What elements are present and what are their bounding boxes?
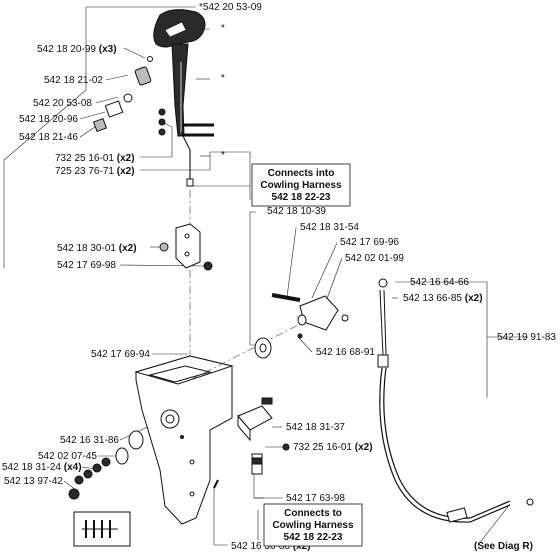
lever-bolts — [158, 108, 214, 137]
lower-switch — [213, 397, 290, 489]
label-542020199: 542 02 01-99 — [345, 253, 404, 264]
label-542176996: 542 17 69-96 — [340, 237, 399, 248]
spring-detail — [73, 511, 131, 547]
note-top-line2: Cowling Harness — [260, 180, 342, 191]
label-542182146: 542 18 21-46 — [19, 132, 78, 143]
label-542020745: 542 02 07-45 — [38, 451, 97, 462]
label-542182102: 542 18 21-02 — [44, 75, 103, 86]
asterisk-3: * — [221, 150, 225, 161]
label-542176398: 542 17 63-98 — [286, 493, 345, 504]
mount-bracket — [159, 223, 213, 271]
see-diag-label: (See Diag R) — [474, 541, 533, 552]
leader-lines — [3, 6, 528, 546]
harness-note-bottom: Connects to Cowling Harness 542 18 22-23 — [263, 503, 363, 547]
label-542166891: 542 16 68-91 — [316, 347, 375, 358]
asterisk-2: * — [221, 73, 225, 84]
label-542136685: 542 13 66-85 (x2) — [403, 293, 483, 304]
pivot-assembly — [189, 293, 349, 381]
label-542163688: 542 16 36-88 (x2) — [231, 541, 311, 552]
note-top-line3: 542 18 22-23 — [272, 192, 331, 203]
note-bottom-line1: Connects to — [284, 508, 342, 519]
shift-cable — [377, 278, 534, 523]
label-542176998: 542 17 69-98 — [57, 260, 116, 271]
note-top-line1: Connects into — [268, 168, 335, 179]
note-bottom-line3: 542 18 22-23 — [284, 532, 343, 543]
label-542181039: 542 18 10-39 — [267, 206, 326, 217]
label-542139742: 542 13 97-42 — [4, 476, 63, 487]
label-542199183: 542 19 91-83 — [497, 332, 556, 343]
label-542205308: 542 20 53-08 — [33, 98, 92, 109]
label-732251601a: 732 25 16-01 (x2) — [55, 153, 135, 164]
label-542183124: 542 18 31-24 (x4) — [2, 462, 82, 473]
label-542205309: *542 20 53-09 — [199, 2, 262, 13]
label-732251601b: 732 25 16-01 (x2) — [293, 442, 373, 453]
main-plate — [134, 355, 234, 525]
shift-lever — [153, 9, 206, 187]
switch-parts — [92, 56, 153, 133]
asterisk-1: * — [221, 23, 225, 34]
label-542183154: 542 18 31-54 — [300, 222, 359, 233]
label-542182099: 542 18 20-99 (x3) — [37, 44, 117, 55]
label-542176994: 542 17 69-94 — [91, 349, 150, 360]
label-542166466: 542 16 64-66 — [410, 277, 469, 288]
harness-note-top: Connects into Cowling Harness 542 18 22-… — [251, 163, 351, 207]
washer-stack — [68, 430, 144, 500]
label-542182096: 542 18 20-96 — [19, 114, 78, 125]
label-542183137: 542 18 31-37 — [286, 422, 345, 433]
label-542183001: 542 18 30-01 (x2) — [57, 243, 137, 254]
label-542163186: 542 16 31-86 — [60, 435, 119, 446]
part-labels: *542 20 53-09 * * * 542 18 20-99 (x3) 54… — [2, 2, 556, 552]
label-725237671: 725 23 76-71 (x2) — [55, 166, 135, 177]
note-bottom-line2: Cowling Harness — [272, 520, 354, 531]
